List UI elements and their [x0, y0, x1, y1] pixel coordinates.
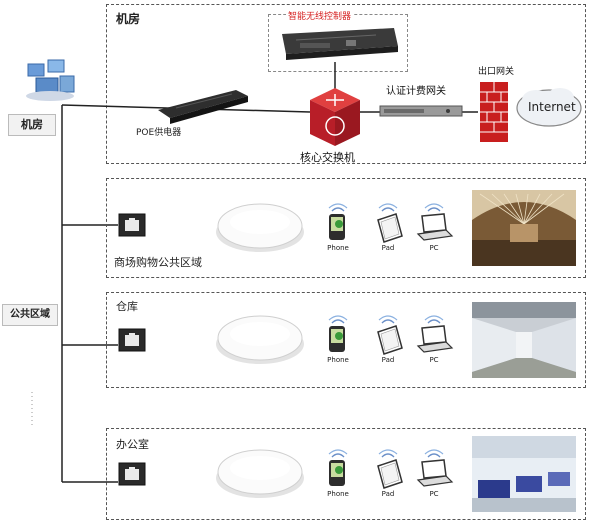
- machine-room-box: [106, 4, 586, 164]
- phone-label: Phone: [327, 244, 349, 252]
- network-cluster-icon: [26, 59, 75, 101]
- pad-label: Pad: [381, 244, 395, 252]
- shopping-mall-photo: [472, 190, 576, 266]
- auth-gateway-label: 认证计费网关: [386, 86, 446, 97]
- pc-device-icon: [416, 203, 454, 241]
- pc-device-icon: [416, 449, 454, 487]
- pad-device-icon: [377, 203, 403, 243]
- zone-warehouse-title: 仓库: [116, 300, 138, 313]
- pc-label: PC: [429, 356, 439, 364]
- poe-label: POE供电器: [136, 128, 182, 138]
- access-point-icon: [216, 449, 304, 498]
- machine-room-side-label: 机房: [8, 114, 56, 136]
- exit-gateway-label: 出口网关: [478, 67, 515, 77]
- pc-device-icon: [416, 315, 454, 353]
- pc-label: PC: [429, 490, 439, 498]
- office-photo: [472, 436, 576, 512]
- machine-room-title: 机房: [116, 12, 141, 26]
- zone-office-title: 办公室: [116, 438, 149, 451]
- continuation-dots: [31, 392, 33, 428]
- access-point-icon: [216, 315, 304, 364]
- zone-mall-title: 商场购物公共区域: [114, 256, 202, 269]
- zone-warehouse-box: [106, 292, 586, 388]
- warehouse-photo: [472, 302, 576, 378]
- controller-label: 智能无线控制器: [286, 9, 354, 22]
- ethernet-port-icon: [118, 462, 146, 486]
- firewall-icon: [480, 82, 508, 142]
- core-switch-icon: [310, 88, 360, 146]
- pc-label: PC: [429, 244, 439, 252]
- controller-server-icon: [282, 28, 398, 60]
- core-switch-label: 核心交换机: [300, 151, 355, 164]
- zone-office-box: [106, 428, 586, 520]
- internet-cloud-icon: [516, 88, 582, 127]
- pad-label: Pad: [381, 490, 395, 498]
- pad-device-icon: [377, 315, 403, 355]
- auth-gateway-icon: [379, 105, 463, 117]
- zone-mall-box: [106, 178, 586, 278]
- phone-device-icon: [328, 315, 348, 352]
- phone-label: Phone: [327, 490, 349, 498]
- pad-label: Pad: [381, 356, 395, 364]
- ethernet-port-icon: [118, 213, 146, 237]
- phone-device-icon: [328, 449, 348, 486]
- ethernet-port-icon: [118, 328, 146, 352]
- phone-device-icon: [328, 203, 348, 240]
- public-area-side-label: 公共区域: [2, 304, 58, 326]
- pad-device-icon: [377, 449, 403, 489]
- phone-label: Phone: [327, 356, 349, 364]
- poe-injector-icon: [158, 90, 248, 124]
- access-point-icon: [216, 203, 304, 252]
- internet-label: Internet: [528, 100, 576, 114]
